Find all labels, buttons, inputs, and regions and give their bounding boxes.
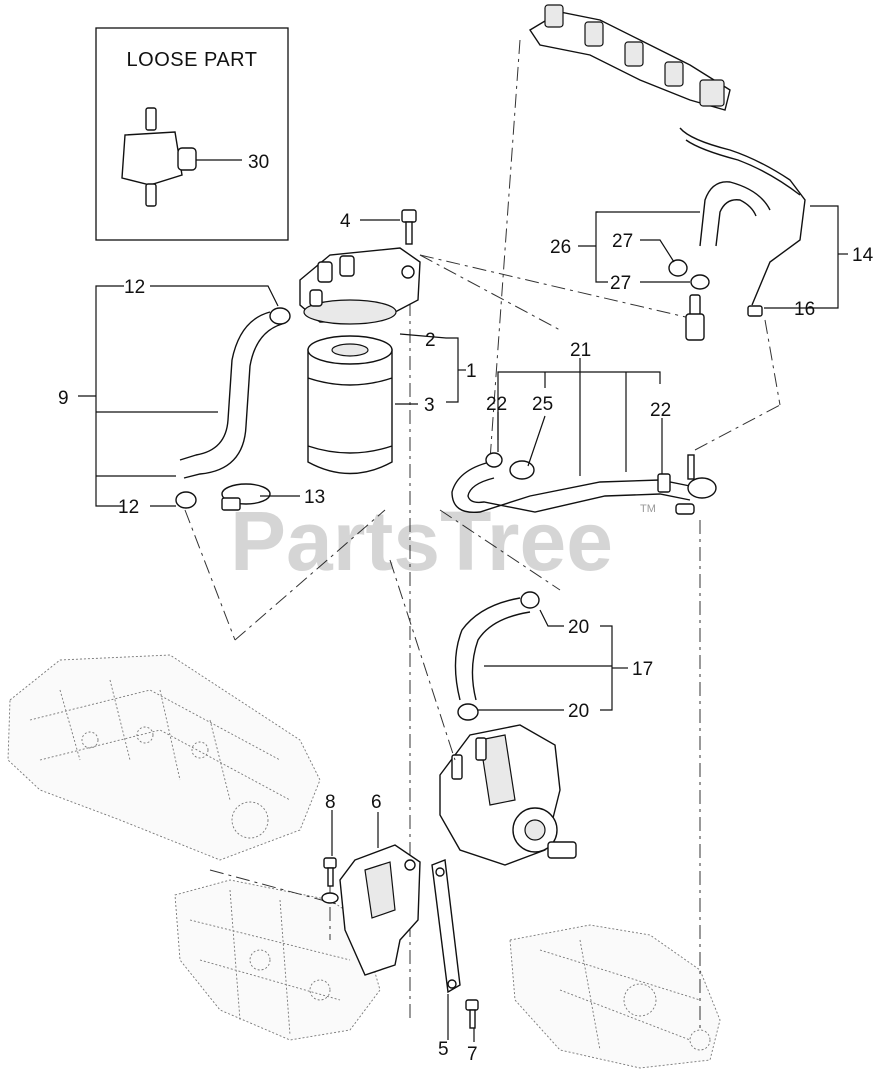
callout-2: 2 bbox=[425, 330, 436, 351]
hose-clamp-12-top bbox=[269, 307, 291, 325]
partstree-watermark: PartsTree TM bbox=[230, 494, 656, 588]
callout-5: 5 bbox=[438, 1039, 449, 1060]
hose-clamp-12-bottom bbox=[175, 491, 197, 509]
callout-3: 3 bbox=[424, 395, 435, 416]
callout-labels: 1 2 3 4 5 6 7 8 9 12 12 13 14 16 17 20 2… bbox=[58, 211, 874, 1065]
fuel-return-hose bbox=[679, 127, 806, 306]
callout-1: 1 bbox=[466, 361, 477, 382]
callout-17: 17 bbox=[632, 659, 653, 680]
callout-12-top: 12 bbox=[124, 277, 145, 298]
callout-7: 7 bbox=[467, 1044, 478, 1065]
hose-clamp-27-bottom bbox=[690, 274, 710, 290]
callout-22-right: 22 bbox=[650, 400, 671, 421]
loose-part-box: LOOSE PART 30 bbox=[95, 27, 289, 241]
fuel-injection-pump bbox=[439, 724, 577, 866]
mounting-bracket-6 bbox=[339, 844, 421, 976]
callout-4: 4 bbox=[340, 211, 351, 232]
hose-clamp-27-top bbox=[668, 259, 688, 277]
engine-housing-ghost bbox=[509, 924, 721, 1069]
mounting-bolt-4 bbox=[401, 209, 417, 245]
intake-manifold-ghost bbox=[174, 879, 381, 1041]
return-hose-elbow-26 bbox=[699, 181, 771, 247]
hose-fitting-return bbox=[685, 294, 705, 341]
callout-20-top: 20 bbox=[568, 617, 589, 638]
fuel-hose-center bbox=[451, 461, 691, 514]
callout-6: 6 bbox=[371, 792, 382, 813]
fuel-pressure-regulator-part bbox=[121, 107, 197, 207]
callout-27-bottom: 27 bbox=[610, 273, 631, 294]
bolt-8 bbox=[321, 857, 339, 904]
callout-25: 25 bbox=[532, 394, 553, 415]
callout-13: 13 bbox=[304, 487, 325, 508]
leader-lines bbox=[78, 205, 848, 1042]
fuel-filter-element bbox=[307, 335, 393, 475]
fuel-filter-head bbox=[299, 247, 421, 325]
callout-27-top: 27 bbox=[612, 231, 633, 252]
callout-12-bottom: 12 bbox=[118, 497, 139, 518]
hose-clamp-22-left bbox=[485, 452, 503, 468]
fuel-hose-left bbox=[179, 311, 283, 479]
alignment-lines bbox=[184, 39, 781, 1030]
callout-9: 9 bbox=[58, 388, 69, 409]
callout-21: 21 bbox=[570, 340, 591, 361]
callout-30: 30 bbox=[248, 152, 269, 173]
banjo-fitting bbox=[675, 454, 717, 515]
callout-8: 8 bbox=[325, 792, 336, 813]
hose-clamp-13 bbox=[221, 483, 271, 511]
watermark-text: PartsTree bbox=[230, 494, 613, 588]
watermark-trademark: TM bbox=[640, 503, 656, 515]
hose-clamp-22-right bbox=[657, 473, 671, 493]
callout-20-bottom: 20 bbox=[568, 701, 589, 722]
callout-16: 16 bbox=[794, 299, 815, 320]
hose-fitting-16 bbox=[747, 305, 763, 317]
hose-connector-25 bbox=[509, 460, 535, 480]
hose-clamp-20-top bbox=[520, 591, 540, 609]
bolt-7 bbox=[465, 999, 479, 1029]
callout-26: 26 bbox=[550, 237, 571, 258]
fuel-hose-lower bbox=[454, 597, 531, 701]
callout-22-left: 22 bbox=[486, 394, 507, 415]
engine-cylinder-head-ghost bbox=[7, 654, 321, 861]
support-strap-5 bbox=[431, 859, 461, 994]
loose-part-title: LOOSE PART bbox=[127, 49, 258, 71]
callout-14: 14 bbox=[852, 245, 874, 266]
hose-clamp-20-bottom bbox=[457, 703, 479, 721]
fuel-rail-injectors bbox=[529, 4, 731, 111]
